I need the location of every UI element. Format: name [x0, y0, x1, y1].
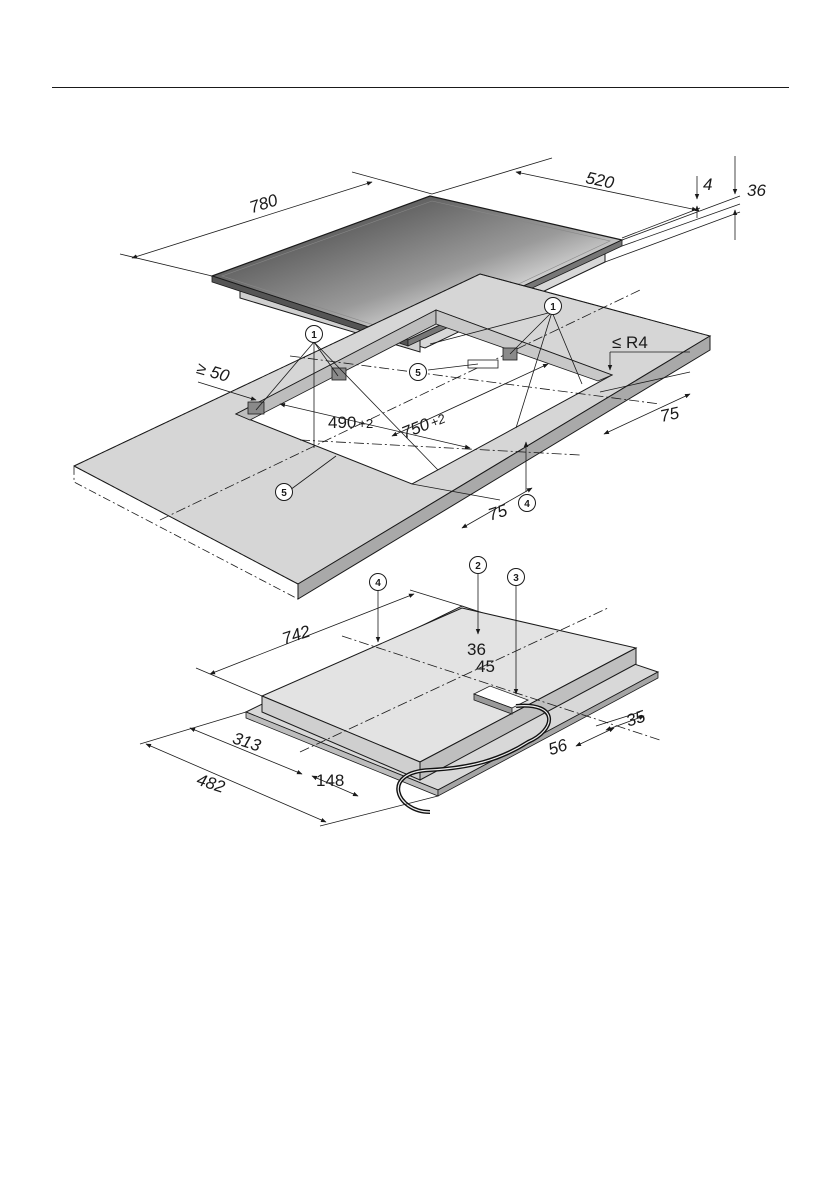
- svg-text:4: 4: [524, 499, 530, 510]
- dim-hob-height: 36: [747, 181, 766, 200]
- svg-text:5: 5: [281, 488, 287, 499]
- dim-corner-radius: ≤ R4: [612, 333, 648, 352]
- dim-hob-width: 780: [247, 190, 280, 217]
- header-rule: [52, 87, 789, 88]
- dim-height-45: 45: [476, 657, 495, 676]
- callout-5-front: 5: [275, 483, 293, 501]
- svg-text:1: 1: [550, 302, 556, 313]
- underside-drawing: 742 482 313 148 56 35 36 45: [139, 574, 661, 827]
- callout-2: 2: [469, 556, 487, 574]
- svg-text:5: 5: [415, 368, 421, 379]
- spring-clip: [467, 359, 499, 369]
- dim-offset-56: 56: [546, 735, 570, 759]
- callout-4-worktop: 4: [518, 494, 536, 512]
- dim-offset-right: 75: [658, 403, 681, 426]
- callout-1-right: 1: [544, 297, 562, 315]
- dim-offset-313: 313: [230, 729, 263, 756]
- callout-3: 3: [507, 568, 525, 586]
- dim-glass-thickness: 4: [703, 175, 712, 194]
- callout-5-rear: 5: [409, 363, 427, 381]
- dim-height-36: 36: [467, 640, 486, 659]
- dim-hob-depth: 520: [584, 168, 616, 193]
- dim-underside-length: 742: [280, 622, 313, 649]
- dim-cutout-width: 490+2: [328, 413, 373, 432]
- dim-offset-front: 75: [486, 501, 510, 525]
- svg-text:1: 1: [311, 330, 317, 341]
- svg-text:4: 4: [375, 578, 381, 589]
- dim-offset-35: 35: [624, 707, 648, 731]
- dim-offset-148: 148: [316, 771, 344, 790]
- dim-underside-depth: 482: [194, 770, 227, 797]
- worktop-drawing: ≥ 50 490+2 750+2 ≤ R4 75 75: [72, 273, 712, 600]
- callout-4-underside: 4: [369, 573, 387, 591]
- dim-min-margin: ≥ 50: [194, 358, 231, 385]
- callout-1-left: 1: [305, 325, 323, 343]
- svg-text:2: 2: [475, 561, 481, 572]
- svg-text:3: 3: [513, 573, 519, 584]
